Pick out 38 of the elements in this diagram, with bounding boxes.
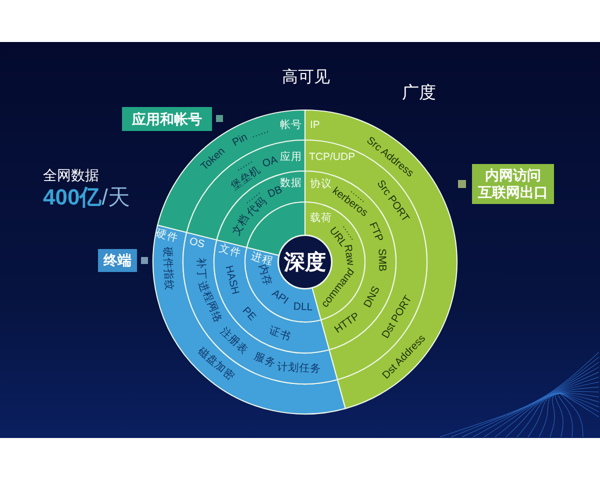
ring-label: 协议 <box>310 178 332 190</box>
item-label: 进程网络 <box>196 280 224 325</box>
item-label: DLL <box>294 300 314 314</box>
item-label: SMB <box>376 248 388 272</box>
category-tag <box>472 164 554 204</box>
category-label: 互联网出口 <box>478 184 548 201</box>
item-label: OA <box>261 154 280 170</box>
ring-label: OS <box>188 235 206 251</box>
axis-heading: 高可见 <box>282 68 330 88</box>
item-label: API <box>270 287 291 308</box>
category-tag <box>122 107 212 131</box>
category-label: 终端 <box>104 252 132 269</box>
axis-heading: 广度 <box>402 83 436 103</box>
ring-label: 文件 <box>218 242 242 260</box>
item-label: HASH <box>222 264 242 296</box>
category-label: 应用和帐号 <box>132 110 202 128</box>
item-label: DNS <box>362 284 383 310</box>
item-label: FTP <box>366 220 386 244</box>
ring-label: IP <box>310 118 320 132</box>
item-label: Raw <box>342 244 358 266</box>
item-label: PE <box>240 304 259 324</box>
item-label: 服务 <box>252 350 278 370</box>
ring-label: 帐号 <box>280 118 302 132</box>
item-label: 硬件指纹 <box>161 246 176 292</box>
ring-label: 载荷 <box>310 212 332 224</box>
ring-label: 应用 <box>280 150 302 164</box>
category-label: 内网访问 <box>485 167 541 184</box>
item-label: 计划任务 <box>277 360 322 376</box>
item-label: 证书 <box>268 324 293 344</box>
category-tag <box>98 249 137 272</box>
ring-label: 硬件 <box>154 227 180 245</box>
item-label: Pin <box>230 131 250 150</box>
ring-label: TCP/UDP <box>309 150 356 164</box>
stat-caption: 全网数据 <box>43 166 99 184</box>
ring-label: 数据 <box>280 176 302 189</box>
stat-value: 400亿/天 <box>43 184 130 210</box>
ellipsis-text: ...... <box>250 124 270 140</box>
item-label: 补丁 <box>194 258 208 281</box>
